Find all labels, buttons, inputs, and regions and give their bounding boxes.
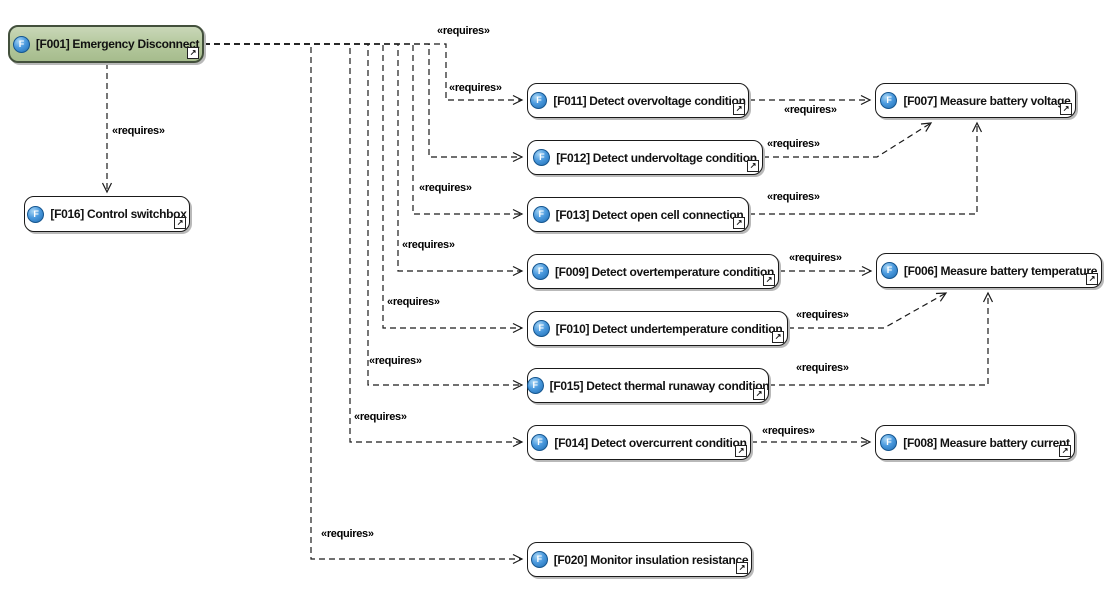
edge-f015-f006[interactable]: [769, 291, 994, 386]
edge-f001-f012[interactable]: [204, 43, 524, 163]
function-icon: F: [531, 434, 549, 451]
node-label: [F014] Detect overcurrent condition: [554, 435, 747, 450]
edge-f010-f006[interactable]: [788, 292, 948, 329]
open-diagram-icon[interactable]: ↗: [772, 331, 784, 343]
function-icon: F: [880, 434, 898, 451]
open-diagram-icon[interactable]: ↗: [174, 217, 186, 229]
node-f014[interactable]: F [F014] Detect overcurrent condition ↗: [527, 425, 751, 460]
function-icon: F: [880, 92, 898, 109]
node-label: [F020] Monitor insulation resistance: [553, 552, 749, 567]
open-diagram-icon[interactable]: ↗: [736, 562, 748, 574]
node-f009[interactable]: F [F009] Detect overtemperature conditio…: [527, 254, 779, 289]
function-icon: F: [530, 92, 548, 109]
function-icon: F: [12, 35, 30, 53]
function-icon: F: [526, 377, 544, 394]
function-icon: F: [531, 263, 549, 280]
edge-label-f012-f007[interactable]: «requires»: [767, 138, 820, 150]
edge-label-f001-f016[interactable]: «requires»: [112, 125, 165, 137]
edge-label-f001-f020[interactable]: «requires»: [321, 528, 374, 540]
open-diagram-icon[interactable]: ↗: [1059, 445, 1071, 457]
edge-f013-f007[interactable]: [749, 121, 983, 215]
edge-label-f001-f013[interactable]: «requires»: [419, 182, 472, 194]
edge-label-f001-f012[interactable]: «requires»: [437, 25, 490, 37]
edge-f001-f009[interactable]: [204, 43, 524, 277]
node-f020[interactable]: F [F020] Monitor insulation resistance ↗: [527, 542, 752, 577]
node-f011[interactable]: F [F011] Detect overvoltage condition ↗: [527, 83, 749, 118]
edge-label-f001-f009[interactable]: «requires»: [402, 239, 455, 251]
node-f016[interactable]: F [F016] Control switchbox ↗: [24, 196, 190, 232]
node-f012[interactable]: F [F012] Detect undervoltage condition ↗: [527, 140, 763, 175]
node-label: [F015] Detect thermal runaway condition: [549, 378, 770, 393]
open-diagram-icon[interactable]: ↗: [763, 274, 775, 286]
function-icon: F: [532, 206, 550, 223]
node-f015[interactable]: F [F015] Detect thermal runaway conditio…: [526, 368, 770, 403]
edge-label-f001-f015[interactable]: «requires»: [369, 355, 422, 367]
node-f006[interactable]: F [F006] Measure battery temperature ↗: [876, 253, 1102, 288]
edge-label-f001-f010[interactable]: «requires»: [387, 296, 440, 308]
edge-label-f011-f007[interactable]: «requires»: [784, 104, 837, 116]
open-diagram-icon[interactable]: ↗: [747, 160, 759, 172]
node-f013[interactable]: F [F013] Detect open cell connection ↗: [527, 197, 749, 232]
node-f001[interactable]: F [F001] Emergency Disconnect ↗: [8, 25, 204, 63]
edge-f001-f014[interactable]: [204, 43, 524, 448]
edge-label-f014-f008[interactable]: «requires»: [762, 425, 815, 437]
edge-label-f015-f006[interactable]: «requires»: [796, 362, 849, 374]
open-diagram-icon[interactable]: ↗: [1060, 103, 1072, 115]
open-diagram-icon[interactable]: ↗: [733, 103, 745, 115]
node-label: [F016] Control switchbox: [50, 207, 187, 221]
node-label: [F012] Detect undervoltage condition: [556, 150, 757, 165]
function-icon: F: [27, 205, 45, 223]
function-icon: F: [880, 262, 898, 279]
edge-f001-f010[interactable]: [204, 43, 524, 334]
node-f007[interactable]: F [F007] Measure battery voltage ↗: [875, 83, 1076, 118]
node-label: [F013] Detect open cell connection: [555, 207, 744, 222]
node-label: [F008] Measure battery current: [903, 435, 1070, 450]
edge-label-f013-f007[interactable]: «requires»: [767, 191, 820, 203]
node-f010[interactable]: F [F010] Detect undertemperature conditi…: [527, 311, 788, 346]
node-label: [F010] Detect undertemperature condition: [555, 321, 783, 336]
node-f008[interactable]: F [F008] Measure battery current ↗: [875, 425, 1075, 460]
function-icon: F: [530, 551, 548, 568]
edge-label-f001-f014[interactable]: «requires»: [354, 411, 407, 423]
edge-label-f001-f011[interactable]: «requires»: [449, 82, 502, 94]
node-label: [F007] Measure battery voltage: [903, 93, 1071, 108]
edge-f012-f007[interactable]: [763, 122, 933, 158]
open-diagram-icon[interactable]: ↗: [753, 388, 765, 400]
node-label: [F006] Measure battery temperature: [903, 263, 1098, 278]
node-label: [F009] Detect overtemperature condition: [554, 264, 775, 279]
open-diagram-icon[interactable]: ↗: [733, 217, 745, 229]
function-icon: F: [532, 320, 550, 337]
edge-label-f009-f006[interactable]: «requires»: [789, 252, 842, 264]
function-icon: F: [533, 149, 551, 166]
open-diagram-icon[interactable]: ↗: [1086, 273, 1098, 285]
edge-label-f010-f006[interactable]: «requires»: [796, 309, 849, 321]
open-diagram-icon[interactable]: ↗: [735, 445, 747, 457]
edge-f001-f013[interactable]: [204, 43, 524, 220]
open-diagram-icon[interactable]: ↗: [187, 47, 199, 59]
edge-f001-f020[interactable]: [204, 43, 524, 565]
node-label: [F001] Emergency Disconnect: [35, 37, 200, 51]
node-label: [F011] Detect overvoltage condition: [553, 93, 746, 108]
